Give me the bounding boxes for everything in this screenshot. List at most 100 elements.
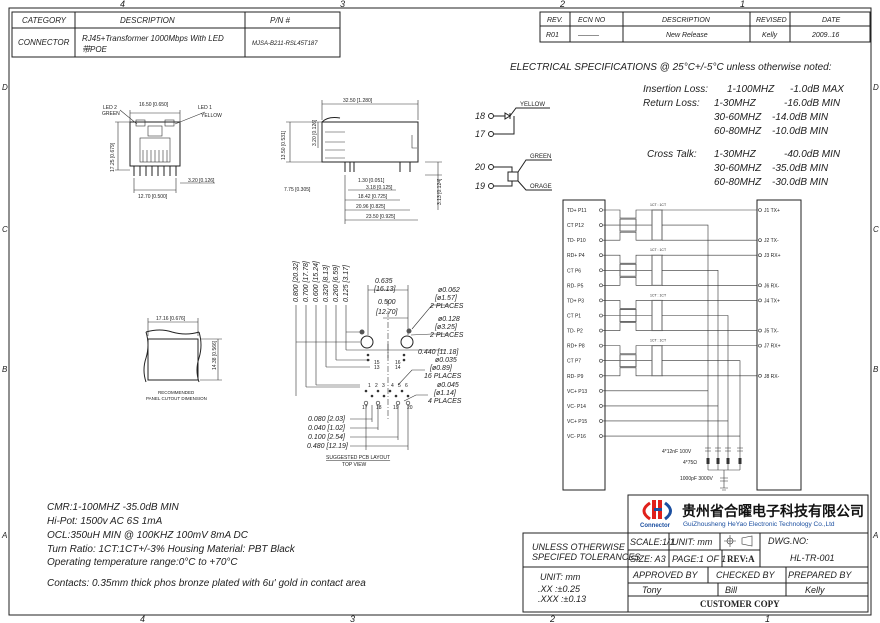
left-pin-label: RD+ P4: [567, 253, 585, 259]
header-category: CATEGORY: [22, 16, 67, 25]
pin-terminal: [599, 358, 603, 363]
note-hipot: Hi-Pot: 1500v AC 6S 1mA: [47, 516, 163, 527]
return-loss-range-3: 60-80MHZ: [714, 126, 762, 137]
dim-0635-mm: [16.13]: [373, 286, 396, 293]
cross-talk-value-3: -30.0dB MIN: [772, 177, 829, 188]
return-loss-value-3: -10.0dB MIN: [772, 126, 829, 137]
transformer-output: [662, 209, 757, 440]
note-ocl: OCL:350uH MIN @ 100KHZ 100mV 8mA DC: [47, 530, 249, 541]
hole-128-count: 2 PLACES: [429, 332, 464, 339]
side-length-dim: 32.50 [1.280]: [343, 98, 373, 104]
dim-0500: 0.500: [378, 299, 396, 306]
pcb-pin-hole: [402, 353, 406, 357]
cross-talk-value-2: -35.0dB MIN: [772, 163, 829, 174]
zone-row-a-right: A: [872, 531, 878, 540]
resistor-icon: [706, 458, 710, 464]
pin-terminal: [758, 298, 762, 303]
dim-0440: 0.440 [11.18]: [418, 349, 459, 356]
tolerance-line1: UNLESS OTHERWISE: [532, 542, 626, 552]
right-pin-label: J7 RX+: [764, 344, 781, 350]
side-dim-3: 18.42 [0.725]: [358, 194, 388, 200]
left-pin-label: VC+ P13: [567, 389, 587, 395]
pin-terminal: [599, 253, 603, 258]
electrical-title: ELECTRICAL SPECIFICATIONS @ 25°C+/-5°C u…: [510, 62, 832, 73]
pcb-pin-hole: [400, 389, 404, 393]
note-cmr: CMR:1-100MHZ -35.0dB MIN: [47, 502, 179, 513]
left-pin-label: RD+ P8: [567, 344, 585, 350]
zone-row-b: B: [2, 365, 8, 374]
cross-talk-range-3: 60-80MHZ: [714, 177, 762, 188]
cross-talk-range-1: 1-30MHZ: [714, 149, 757, 160]
pcb-pin-hole: [394, 394, 398, 398]
pin-num-19: 19: [393, 405, 399, 411]
led2-color: GREEN: [102, 111, 120, 117]
pin-num-6: 6: [405, 383, 408, 389]
pin-num-5: 5: [398, 383, 401, 389]
date-header: DATE: [822, 17, 840, 24]
right-pin-label: J5 TX-: [764, 329, 779, 335]
left-pin-label: TD- P10: [567, 238, 586, 244]
led1-label: LED 1: [198, 105, 212, 111]
pin-terminal: [599, 238, 603, 242]
category-value: CONNECTOR: [18, 38, 70, 47]
pin-num-16: 16: [395, 360, 401, 366]
right-pin-label: J1 TX+: [764, 208, 780, 214]
left-pin-label: CT P6: [567, 268, 581, 274]
pin-num-18: 18: [376, 405, 382, 411]
right-pin-label: J6 RX-: [764, 283, 780, 289]
header-description: DESCRIPTION: [120, 16, 175, 25]
revised-value: Kelly: [762, 32, 778, 39]
sheet-border: [8, 7, 872, 616]
transformer-output: [662, 254, 757, 440]
hole-128: ø0.128: [438, 316, 460, 323]
pin-num-3: 3: [382, 383, 385, 389]
transformer-icon: [651, 254, 663, 286]
pcb-pin-hole: [364, 389, 368, 393]
part-table: CATEGORY DESCRIPTION P/N # CONNECTOR RJ4…: [11, 11, 341, 58]
pcb-shield-hole: [375, 400, 381, 406]
front-pin-offset-dim: 3.20 [0.126]: [188, 178, 215, 184]
resistor-icon: [716, 458, 720, 464]
front-view: 16.50 [0.650] LED 2 GREEN LED 1 YELLOW 1…: [102, 102, 222, 200]
pcb-shield-hole: [363, 400, 369, 406]
return-loss-label: Return Loss:: [643, 98, 700, 109]
side-dim-5: 23.50 [0.925]: [366, 214, 396, 220]
zone-col-4-bottom: 4: [140, 614, 145, 623]
right-pin-label: J8 RX-: [764, 374, 780, 380]
pcb-pin-hole: [376, 389, 380, 393]
transformer-output: [662, 300, 757, 440]
pin-terminal: [758, 283, 762, 288]
hole-128-mm: [ø3.25]: [434, 324, 458, 331]
tolerance-xxx: .XXX :±0.13: [538, 594, 586, 604]
scale-value: SCALE:1/1: [630, 537, 675, 547]
description-line2: 带POE: [82, 45, 108, 54]
pcb-caption-2: TOP VIEW: [342, 462, 367, 468]
dim-0500-mm: [12.70]: [375, 309, 398, 316]
date-value: 2009..16: [811, 32, 839, 39]
revised-header: REVISED: [756, 17, 787, 24]
turn-ratio-label: 1CT : 1CT: [650, 339, 667, 343]
yellow-led-symbol: [494, 107, 550, 135]
pcb-shield-hole: [405, 400, 411, 406]
connector-left-block: [562, 199, 606, 491]
zone-col-3-bottom: 3: [350, 614, 355, 623]
cutout-width-dim: 17.16 [0.676]: [156, 316, 186, 322]
hole-045-mm: [ø1.14]: [433, 390, 457, 397]
size-value: SIZE: A3: [630, 554, 666, 564]
choke-wiring: [603, 209, 652, 241]
cutout-caption-2: PANEL CUTOUT DIMENSION: [146, 396, 207, 401]
led-pin-18: 18: [475, 111, 485, 121]
led2-label: LED 2: [103, 105, 117, 111]
pcb-bottom-dim-4: 0.480 [12.19]: [307, 443, 349, 450]
zone-row-a: A: [1, 531, 7, 540]
pcb-caption-1: SUGGESTED PCB LAYOUT: [326, 455, 390, 461]
title-block: Connector 贵州省合曜电子科技有限公司 GuiZhousheng HeY…: [522, 494, 869, 613]
hole-045: ø0.045: [437, 382, 459, 389]
common-mode-choke-icon: [619, 218, 637, 232]
unit-value: UNIT: mm: [672, 537, 713, 547]
pin-terminal: [599, 419, 603, 423]
zone-col-1-bottom: 1: [765, 614, 770, 623]
side-dim-2: 3.18 [0.125]: [366, 185, 393, 191]
